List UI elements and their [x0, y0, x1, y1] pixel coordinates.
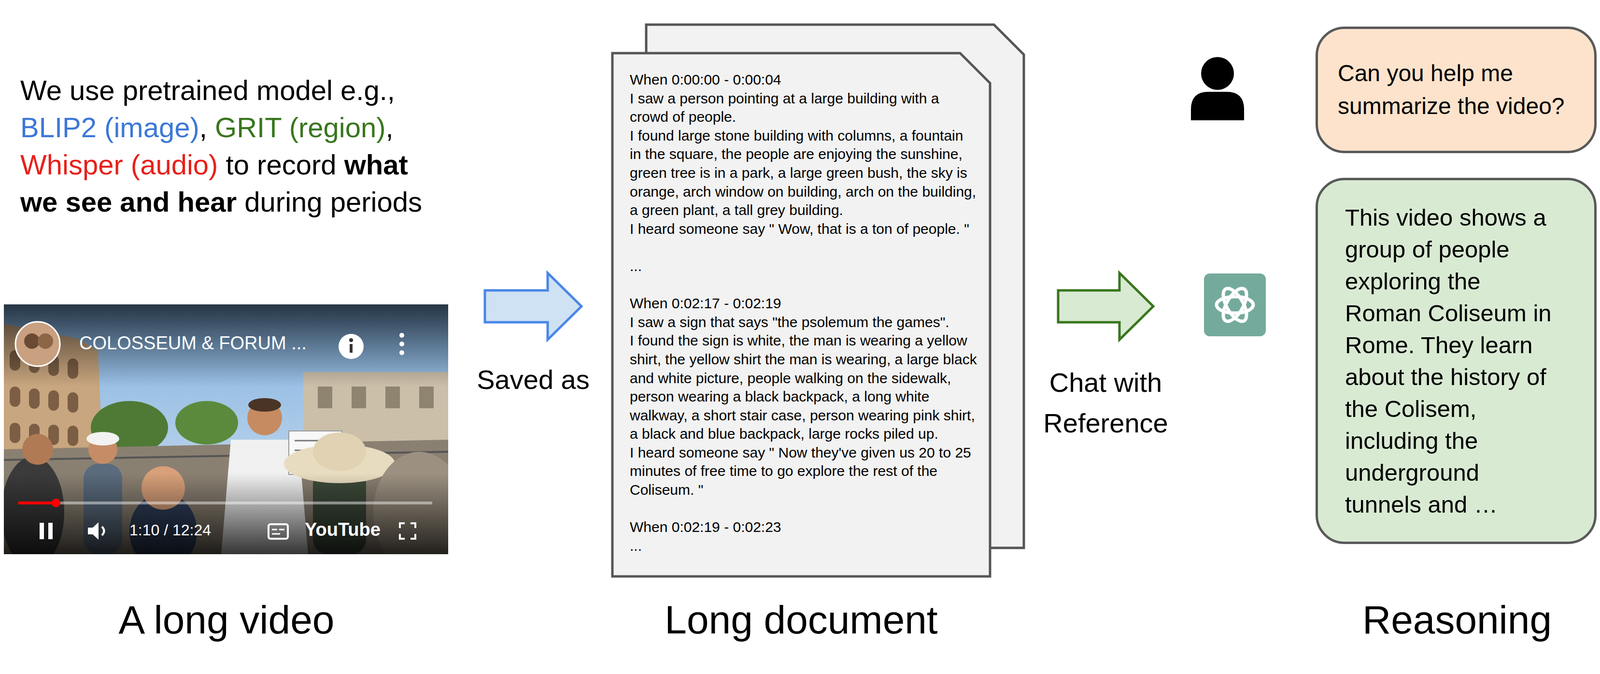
- video-scene-part: [3, 304, 449, 554]
- player-controls-part: [399, 341, 405, 347]
- document-line: When 0:00:00 - 0:00:04: [629, 70, 979, 90]
- intro-text: We use pretrained model e.g., BLIP2 (imag…: [20, 71, 431, 221]
- panel-caption: A long video: [9, 597, 444, 642]
- bubble-text: This video shows a group of people explo…: [1345, 201, 1558, 521]
- intro-segment: during periods: [244, 185, 423, 218]
- front-page: [612, 53, 991, 577]
- document-line: I heard someone say " Now they've given …: [629, 443, 979, 500]
- video-player: COLOSSEUM & FORUM ... 1:10 / 12:24 YouTube: [3, 304, 449, 554]
- video-scene-part: [175, 400, 239, 445]
- building-windows-part: [419, 386, 434, 409]
- bubble-text-wrap: This video shows a group of people explo…: [1345, 201, 1558, 521]
- intro-segment: ,: [385, 111, 394, 143]
- colosseum-arches-part: [67, 392, 79, 413]
- document-line: I found large stone building with column…: [629, 126, 979, 220]
- intro-segment: GRIT (region): [214, 111, 386, 143]
- video-scene-part: [22, 433, 54, 465]
- youtube-logo: YouTube: [304, 519, 381, 540]
- blue-block-arrow: [484, 272, 582, 340]
- document-line: When 0:02:17 - 0:02:19: [629, 294, 979, 313]
- answer-bubble: This video shows a group of people explo…: [1315, 177, 1597, 544]
- player-controls-part: [18, 501, 433, 505]
- player-controls-part: [279, 528, 285, 531]
- player-controls-part: [271, 533, 281, 535]
- player-controls-part: [51, 498, 61, 508]
- document-line: ...: [629, 256, 979, 276]
- video-scene-part: [248, 397, 282, 412]
- green-block-arrow: [1058, 272, 1154, 340]
- video-scene-part: [3, 439, 449, 554]
- colosseum-arches-part: [9, 422, 21, 443]
- building-windows-part: [317, 386, 333, 409]
- arrow-label: Chat with Reference: [1019, 362, 1193, 444]
- document-line: I heard someone say " Wow, that is a ton…: [629, 219, 979, 239]
- user-icon-part: [1201, 56, 1234, 90]
- building-windows: [317, 386, 434, 409]
- chatgpt-icon: [1203, 273, 1266, 337]
- colosseum-arches-part: [9, 386, 21, 407]
- intro-segment: to record: [226, 148, 337, 181]
- player-controls-part: [399, 332, 405, 338]
- video-scene: [3, 304, 449, 554]
- colosseum-arches-part: [28, 388, 40, 409]
- bubble-text: Can you help me summarize the video?: [1337, 56, 1599, 123]
- document-text: When 0:00:00 - 0:00:04I saw a person poi…: [629, 70, 979, 555]
- player-controls-part: [87, 522, 99, 540]
- chatgpt-knot-part: [1218, 284, 1251, 326]
- intro-segment: ,: [199, 111, 208, 143]
- player-controls-part: [15, 321, 60, 367]
- player-controls-part: [399, 350, 405, 355]
- document-line: ...: [629, 536, 979, 556]
- document-line: I saw a person pointing at a large build…: [629, 89, 979, 127]
- building-windows-part: [385, 386, 400, 409]
- document-line: I found the sign is white, the man is we…: [629, 331, 979, 444]
- colosseum-arches-part: [67, 425, 79, 446]
- chatgpt-knot-part: [1218, 284, 1251, 326]
- chatgpt-icon-part: [1203, 273, 1266, 337]
- video-scene-part: [86, 431, 120, 446]
- video-title: COLOSSEUM & FORUM ...: [79, 333, 307, 354]
- video-scene-part: [312, 432, 367, 471]
- document-line: When 0:02:19 - 0:02:23: [629, 517, 979, 537]
- user-icon: [1188, 53, 1248, 122]
- colosseum-arches-part: [48, 390, 59, 411]
- video-scene-part: [3, 473, 449, 554]
- player-controls-part: [271, 528, 278, 531]
- video-time: 1:10 / 12:24: [129, 521, 212, 539]
- player-controls-part: [24, 333, 40, 349]
- player-controls-part: [18, 501, 57, 505]
- player-controls-part: [349, 338, 354, 342]
- user-icon-part: [1190, 91, 1245, 121]
- intro-segment: BLIP2 (image): [20, 111, 200, 143]
- player-controls-part: [48, 522, 53, 539]
- bubble-text-wrap: Can you help me summarize the video?: [1337, 56, 1599, 123]
- video-scene-part: [3, 304, 449, 387]
- player-controls-part: [349, 343, 353, 353]
- player-controls-part: [338, 333, 364, 359]
- arrow-label: Saved as: [446, 359, 621, 400]
- intro-segment: Whisper (audio): [20, 148, 218, 181]
- panel-caption: Reasoning: [1239, 597, 1600, 642]
- player-controls-part: [37, 333, 54, 349]
- document-page: When 0:00:00 - 0:00:04I saw a person poi…: [612, 53, 991, 577]
- player-controls-part: [268, 523, 288, 539]
- chatgpt-knot-part: [1216, 296, 1254, 313]
- chatgpt-knot: [1216, 284, 1254, 326]
- building-windows-part: [351, 386, 367, 409]
- document-line: I saw a sign that says "the psolemum the…: [629, 312, 979, 332]
- player-controls: [15, 321, 433, 540]
- intro-segment: We use pretrained model e.g.,: [20, 74, 396, 106]
- question-bubble: Can you help me summarize the video?: [1315, 26, 1597, 154]
- player-controls-part: [39, 522, 44, 539]
- panel-caption: Long document: [583, 597, 1019, 642]
- player-controls-part: [399, 523, 416, 539]
- player-controls-part: [101, 526, 105, 536]
